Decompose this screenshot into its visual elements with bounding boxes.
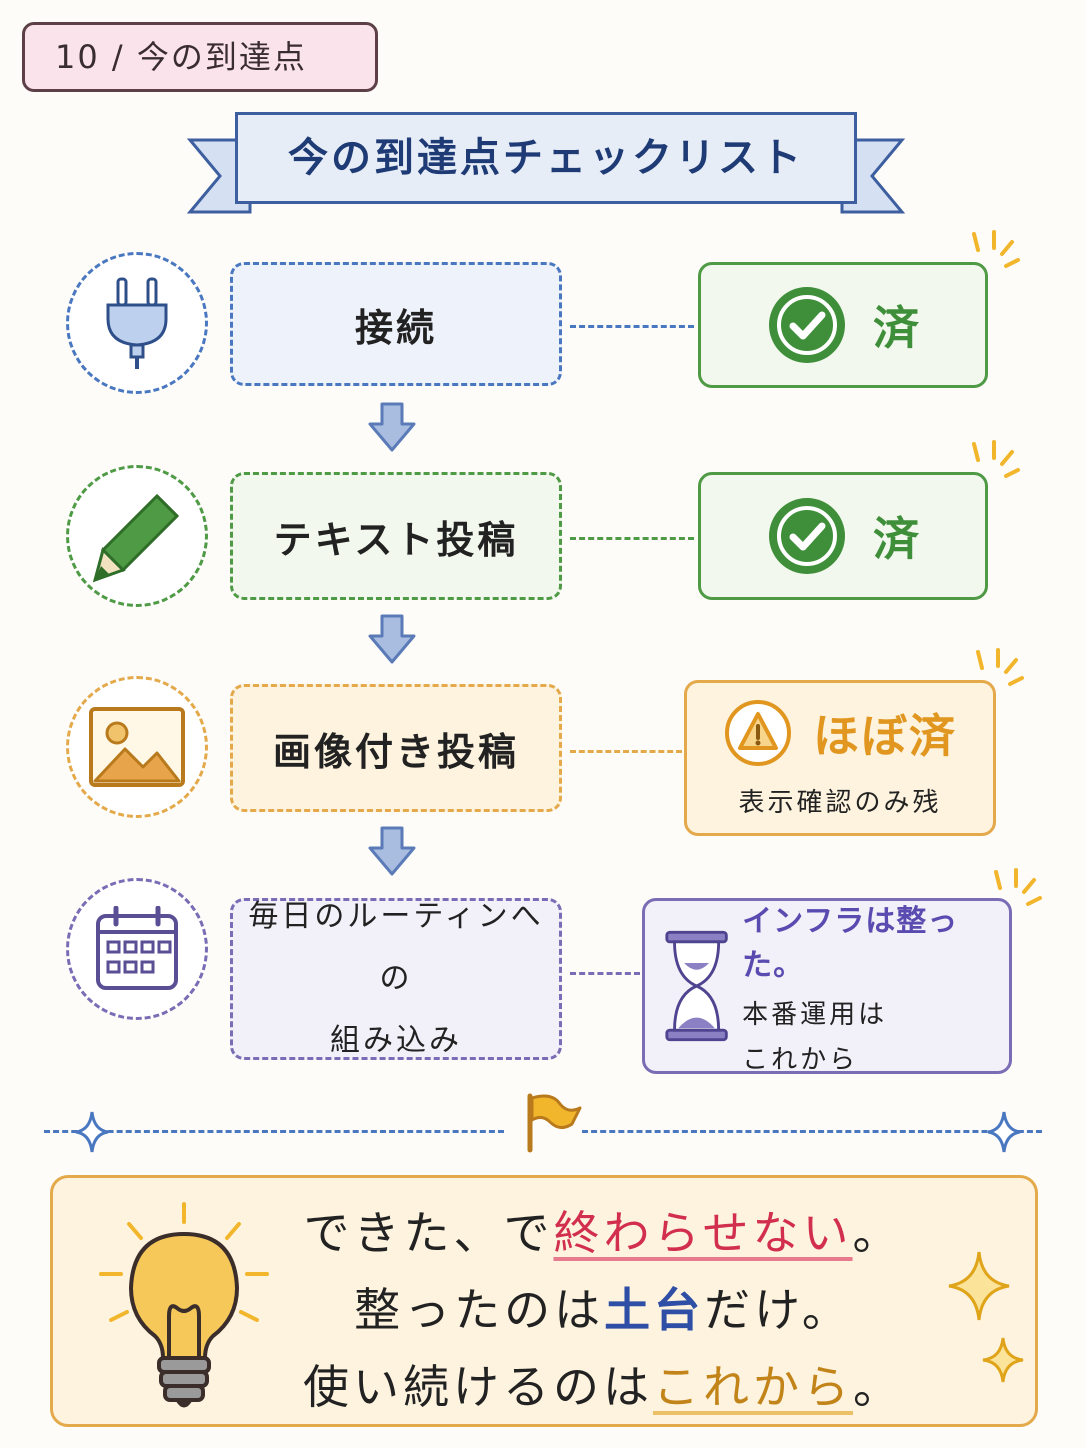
plug-icon [106, 277, 168, 369]
pencil-icon [92, 493, 180, 583]
sparkle-lines-1 [972, 230, 1020, 268]
connector-2 [570, 537, 694, 540]
divider-left [44, 1130, 504, 1133]
summary-highlight-gold: これから [653, 1359, 853, 1414]
status-line2-4: これから [742, 1045, 859, 1075]
status-title-4: インフラは整った。 [742, 904, 959, 983]
summary-highlight-blue: 土台 [604, 1282, 705, 1337]
summary-text-2c: だけ。 [704, 1282, 852, 1337]
step-box-3: 画像付き投稿 [230, 684, 562, 812]
check-circle-icon [769, 498, 845, 574]
sparkle-lines-2 [972, 440, 1020, 478]
summary-text-2a: 整ったのは [354, 1282, 605, 1337]
down-arrow-icon [368, 402, 416, 452]
step-label-1: 接続 [354, 305, 437, 350]
sparkle-lines-4 [994, 868, 1042, 906]
summary-text-1a: できた、で [303, 1206, 554, 1261]
status-box-3: ほぼ済 表示確認のみ残 [684, 680, 996, 836]
step-box-1: 接続 [230, 262, 562, 386]
status-label-1: 済 [873, 301, 921, 355]
summary-line-2: 整ったのは土台だけ。 [354, 1274, 852, 1340]
divider-right [582, 1130, 1042, 1133]
summary-line-3: 使い続けるのはこれから。 [303, 1351, 903, 1417]
sparkle-icon [948, 1251, 1024, 1383]
step-label-4-line2: 組み込み [330, 1023, 462, 1058]
summary-text-3a: 使い続けるのは [303, 1359, 653, 1414]
title-ribbon: 今の到達点チェックリスト [180, 110, 912, 220]
step-box-4: 毎日のルーティンへの 組み込み [230, 898, 562, 1060]
connector-4 [570, 972, 640, 975]
image-icon [89, 707, 185, 787]
sparkle-icon [987, 1111, 1021, 1153]
check-circle-icon [769, 287, 845, 363]
connector-1 [570, 325, 694, 328]
step-label-3: 画像付き投稿 [272, 729, 519, 774]
status-box-1: 済 [698, 262, 988, 388]
status-box-2: 済 [698, 472, 988, 600]
connector-3 [570, 750, 682, 753]
status-box-4: インフラは整った。 本番運用は これから [642, 898, 1012, 1075]
down-arrow-icon [368, 826, 416, 876]
calendar-icon [96, 906, 178, 990]
step-label-4-line1: 毎日のルーティンへの [248, 899, 544, 996]
summary-line-1: できた、で終わらせない。 [303, 1197, 902, 1263]
status-sub-3: 表示確認のみ残 [738, 787, 942, 818]
sparkle-icon [75, 1111, 109, 1153]
status-label-3: ほぼ済 [813, 708, 957, 763]
summary-highlight-red: 終わらせない [553, 1206, 853, 1261]
step-label-2: テキスト投稿 [273, 517, 519, 562]
summary-box: できた、で終わらせない。 整ったのは土台だけ。 使い続けるのはこれから。 [50, 1175, 1038, 1427]
status-line1-4: 本番運用は [742, 1000, 888, 1030]
step-icon-circle-2 [66, 465, 208, 607]
flag-icon [527, 1093, 582, 1153]
step-icon-circle-4 [66, 878, 208, 1020]
step-box-2: テキスト投稿 [230, 472, 562, 600]
down-arrow-icon [368, 614, 416, 664]
summary-text-1c: 。 [852, 1206, 903, 1261]
sparkle-lines-3 [976, 648, 1024, 686]
summary-text-3c: 。 [853, 1359, 903, 1414]
step-icon-circle-3 [66, 676, 208, 818]
step-icon-circle-1 [66, 252, 208, 394]
lightbulb-icon [99, 1202, 269, 1408]
page-tag: 10 / 今の到達点 [22, 22, 378, 92]
hourglass-icon [665, 930, 728, 1042]
status-label-2: 済 [873, 512, 921, 566]
summary-text: できた、で終わらせない。 整ったのは土台だけ。 使い続けるのはこれから。 [263, 1192, 943, 1422]
warning-icon [725, 699, 791, 766]
page-title: 今の到達点チェックリスト [235, 112, 857, 204]
